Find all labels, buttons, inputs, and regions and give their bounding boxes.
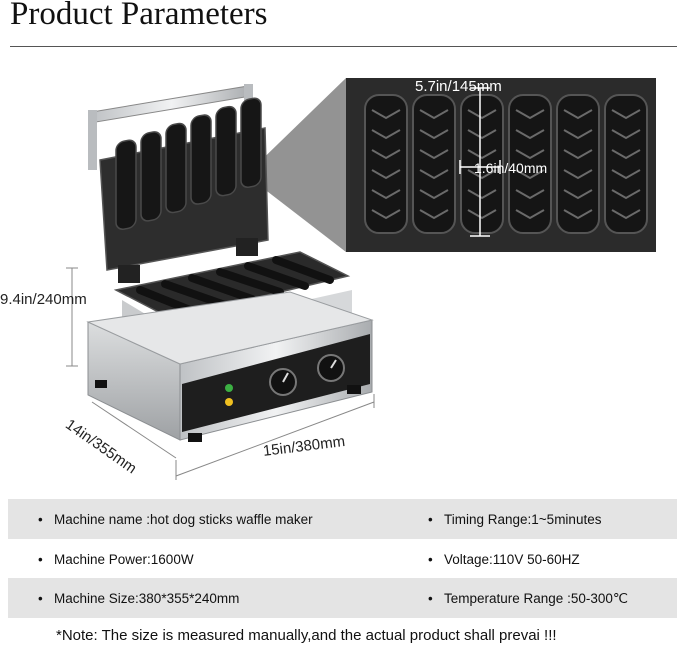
spec-text: Machine Power:1600W xyxy=(54,552,194,567)
spec-temperature-range: • Temperature Range :50-300℃ xyxy=(428,591,628,607)
bullet: • xyxy=(38,512,43,527)
bullet: • xyxy=(428,552,433,567)
spec-row: • Machine name :hot dog sticks waffle mak… xyxy=(8,499,677,539)
slot-length-label: 5.7in/145mm xyxy=(415,78,502,95)
spec-text: Machine Size:380*355*240mm xyxy=(54,591,240,606)
height-dimension-label: 9.4in/240mm xyxy=(0,291,87,308)
title-divider xyxy=(10,46,677,47)
page-title: Product Parameters xyxy=(10,0,268,32)
dimension-lines xyxy=(66,267,375,480)
measurement-note: *Note: The size is measured manually,and… xyxy=(56,627,557,644)
spec-machine-size: • Machine Size:380*355*240mm xyxy=(38,591,239,606)
spec-text: Voltage:110V 50-60HZ xyxy=(444,552,580,567)
bullet: • xyxy=(38,552,43,567)
bullet: • xyxy=(428,512,433,527)
zoom-callout xyxy=(246,78,656,252)
spec-timing-range: • Timing Range:1~5minutes xyxy=(428,512,601,527)
spec-voltage: • Voltage:110V 50-60HZ xyxy=(428,552,580,567)
waffle-maker-illustration xyxy=(66,78,656,480)
bullet: • xyxy=(428,591,433,606)
spec-machine-power: • Machine Power:1600W xyxy=(38,552,194,567)
spec-text: Timing Range:1~5minutes xyxy=(444,512,602,527)
slot-width-label: 1.6in/40mm xyxy=(474,160,548,176)
spec-text: Temperature Range :50-300℃ xyxy=(444,591,629,606)
waffle-machine xyxy=(86,84,374,442)
spec-text: Machine name :hot dog sticks waffle make… xyxy=(54,512,313,527)
spec-row: • Machine Power:1600W • Voltage:110V 50-60… xyxy=(8,539,677,579)
zoom-slots xyxy=(364,87,648,237)
spec-machine-name: • Machine name :hot dog sticks waffle mak… xyxy=(38,512,313,527)
spec-row: • Machine Size:380*355*240mm • Temperature… xyxy=(8,578,677,618)
bullet: • xyxy=(38,591,43,606)
